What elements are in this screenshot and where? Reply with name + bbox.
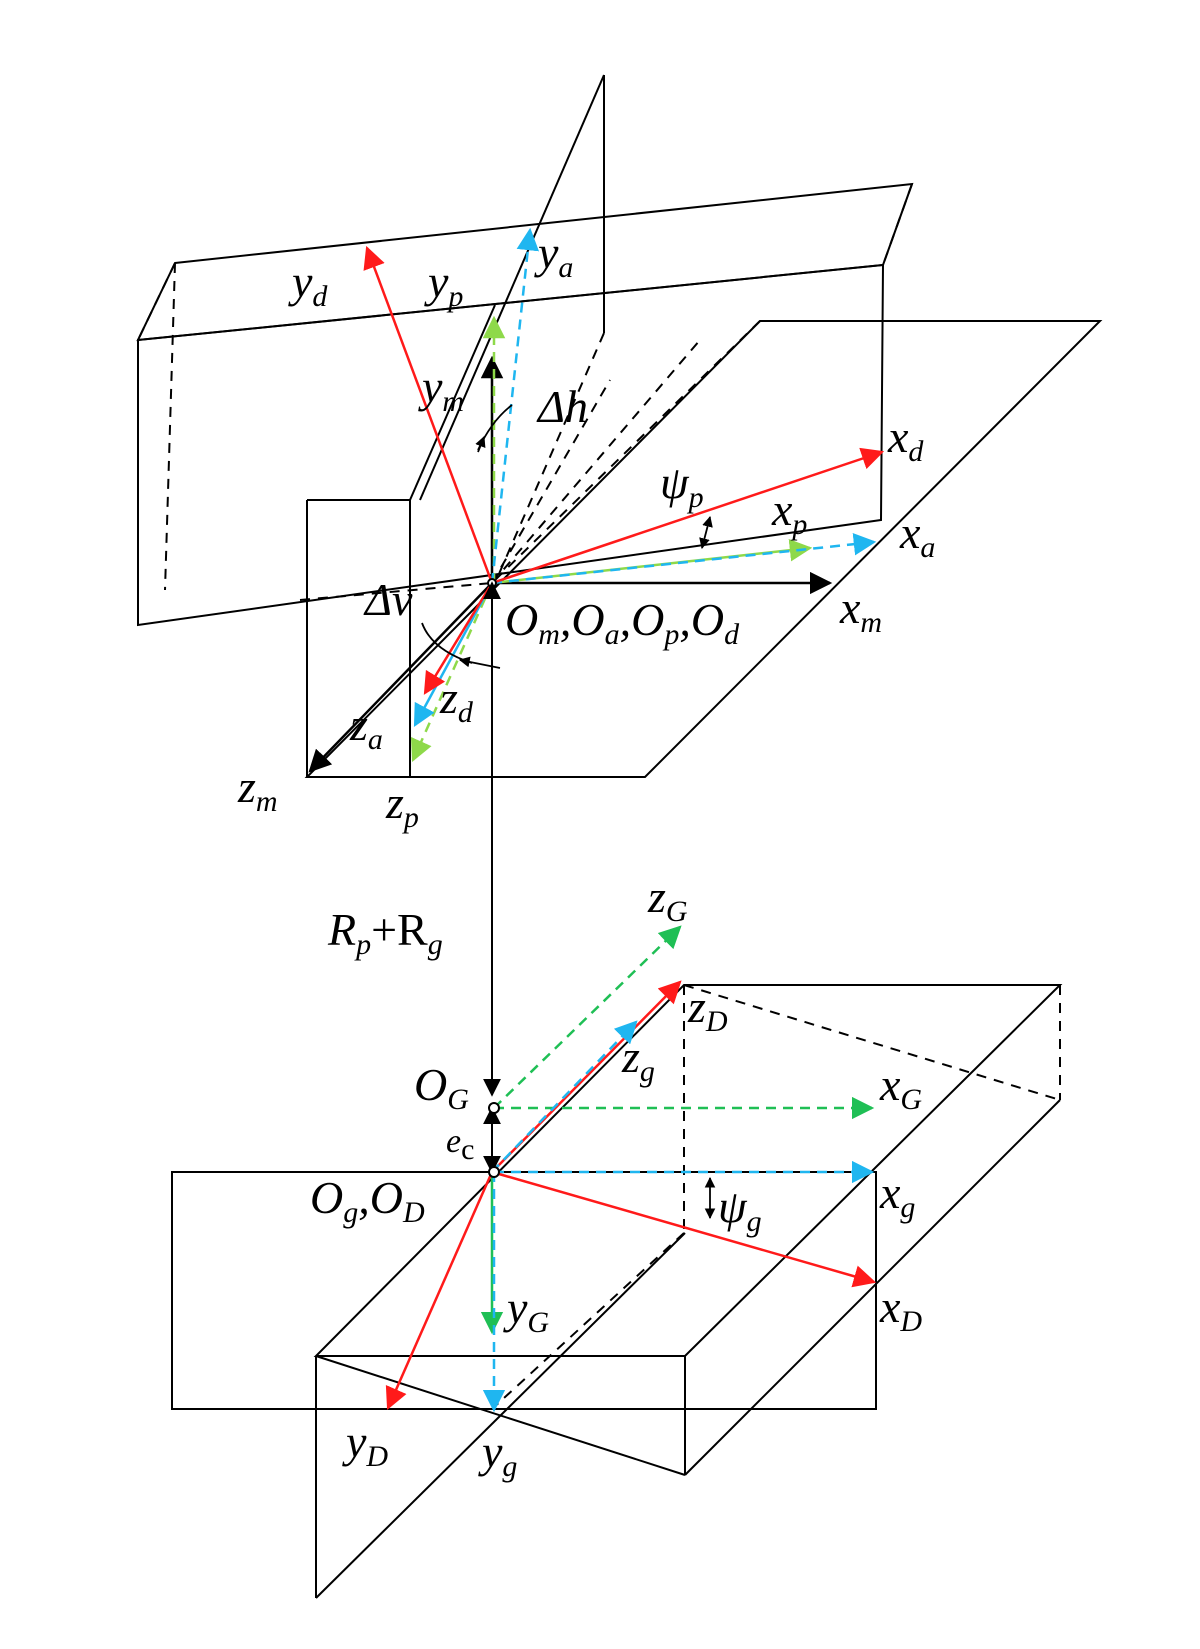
label-psi-p: ψp — [660, 457, 704, 514]
zm-axis — [308, 582, 493, 773]
top-axes — [308, 227, 885, 773]
top-planes — [136, 74, 1103, 778]
horizontal-plane-edge — [491, 320, 761, 584]
bottom-planes — [171, 984, 1063, 1599]
label-zG: zG — [647, 871, 688, 928]
tilted-front-plane — [137, 263, 885, 627]
label-xa: xa — [899, 507, 935, 564]
label-zp: zp — [385, 777, 419, 834]
xD-axis — [491, 1170, 877, 1288]
label-yG: yG — [503, 1282, 549, 1339]
zd-axis — [423, 582, 494, 695]
helper-line — [491, 379, 611, 584]
bottom-box-edge — [684, 1099, 1061, 1476]
pitch-plane-edge — [494, 332, 605, 584]
zD-axis — [491, 980, 682, 1173]
label-yg: yg — [478, 1426, 517, 1483]
label-ec: ec — [446, 1123, 474, 1166]
psi-p-angle-marker — [699, 515, 713, 550]
bottom-box-top — [313, 984, 1063, 1357]
label-OG: OG — [414, 1059, 469, 1116]
plane-edge-dashed — [882, 183, 913, 266]
zg-axis — [491, 1020, 638, 1173]
bottom-box-edge-dashed — [683, 984, 1061, 1101]
label-delta-h: Δh — [536, 381, 588, 432]
xd-axis — [491, 447, 885, 585]
bottom-axes — [385, 925, 877, 1413]
label-xG: xG — [879, 1059, 922, 1116]
label-yd: yd — [288, 256, 328, 313]
delta-v-arrow — [458, 656, 501, 669]
label-delta-v: Δv — [363, 574, 413, 625]
zG-axis — [493, 925, 682, 1109]
label-psi-g: ψg — [718, 1181, 762, 1238]
label-yp: yp — [424, 256, 463, 313]
label-zm: zm — [237, 761, 278, 818]
za-axis — [413, 582, 494, 727]
bottom-tilted-plane-edge — [315, 1355, 686, 1476]
label-origin-top: Om,Oa,Op,Od — [505, 594, 740, 651]
label-center-distance: Rp+Rg — [327, 904, 443, 961]
plane-edge-dashed — [164, 262, 176, 591]
label-ya: ya — [534, 227, 573, 284]
zp-axis — [410, 582, 494, 763]
yD-axis — [385, 1171, 494, 1411]
label-yD: yD — [342, 1416, 388, 1473]
box-edge — [409, 304, 496, 501]
label-za: za — [349, 699, 383, 756]
delta-h-arrow — [475, 435, 486, 453]
label-zd: zd — [439, 672, 474, 729]
horizontal-plane — [304, 320, 1103, 778]
bottom-box-edge-dashed — [491, 1232, 685, 1410]
pitch-plane-edge — [419, 74, 605, 501]
OG-origin-point — [488, 1102, 500, 1114]
label-origin-bottom: Og,OD — [310, 1172, 425, 1229]
Og-origin-point — [488, 1166, 500, 1178]
label-xm: xm — [839, 582, 882, 639]
yd-axis — [363, 245, 494, 584]
label-xD: xD — [879, 1281, 922, 1338]
label-xp: xp — [771, 484, 807, 541]
bottom-vertical-plane — [171, 1171, 877, 1410]
label-zg: zg — [621, 1031, 655, 1088]
tilted-back-plane — [136, 182, 914, 342]
label-zD: zD — [687, 981, 728, 1038]
xa-axis — [491, 532, 877, 585]
plane-edge-dashed — [137, 262, 176, 341]
plane-midline — [299, 582, 493, 601]
label-xd: xd — [887, 411, 924, 468]
labels: yd yp ya ym Δh xd ψp xp xa Δv Om,Oa,Op,O… — [237, 227, 935, 1483]
label-xg: xg — [879, 1167, 915, 1224]
label-ym: ym — [418, 361, 464, 418]
